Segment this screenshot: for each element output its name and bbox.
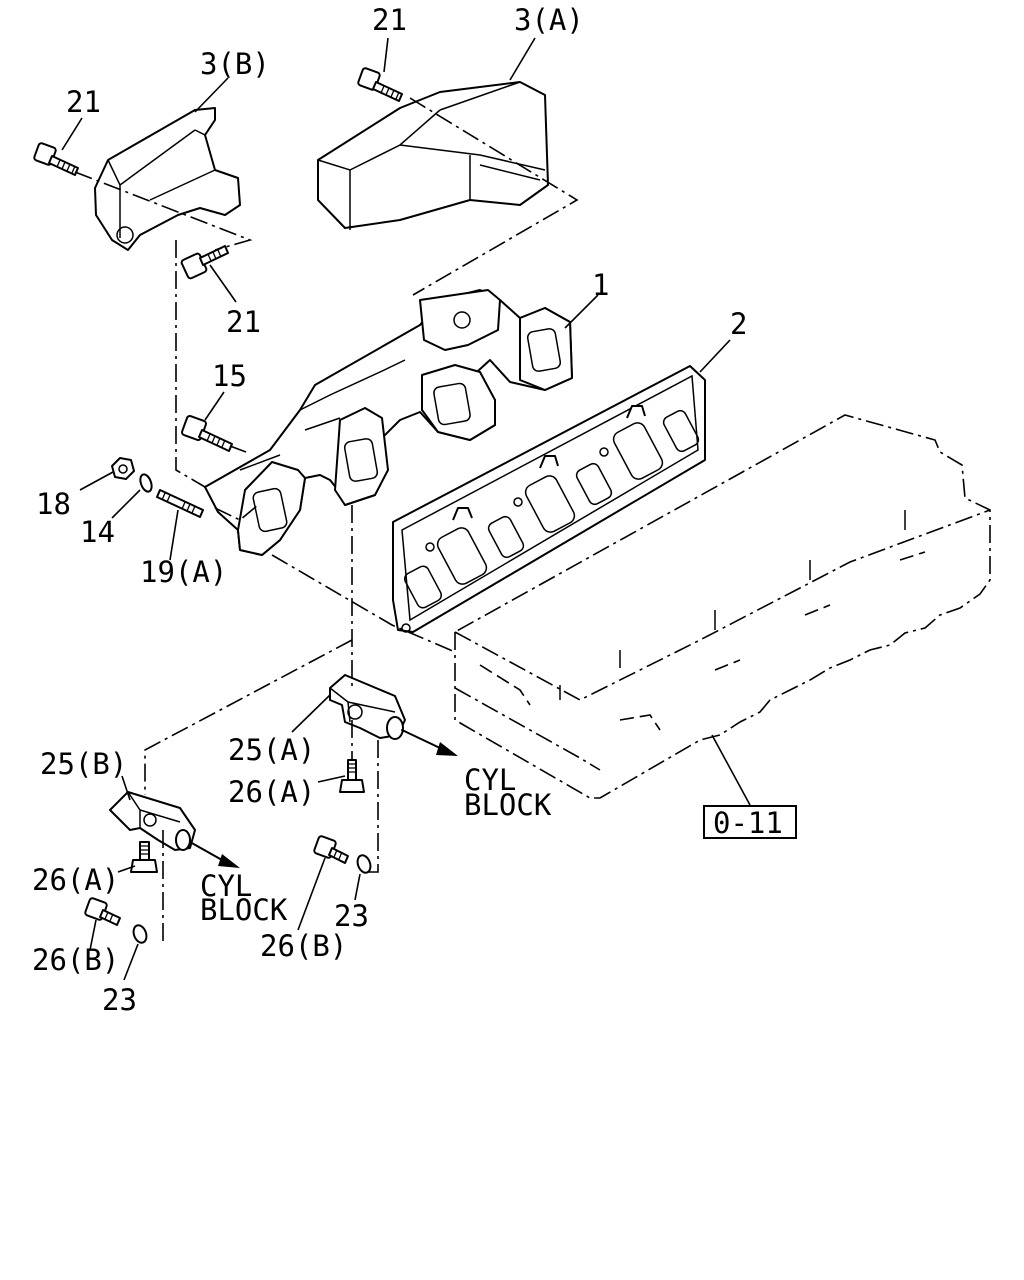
nut-18 xyxy=(111,457,135,480)
callout-25a: 25(A) xyxy=(228,733,315,767)
callout-26a-left: 26(A) xyxy=(32,863,119,897)
callout-26a-mid: 26(A) xyxy=(228,775,315,809)
callout-14: 14 xyxy=(80,515,115,549)
callout-21-left: 21 xyxy=(66,85,101,119)
cyl-block-note-right-line1: CYL xyxy=(464,763,516,797)
bolt-21-top xyxy=(357,67,403,102)
reference-box-label: 0-11 xyxy=(713,806,783,840)
callouts: 21 3(A) 3(B) 21 21 1 2 15 18 14 19(A) 25… xyxy=(32,3,747,1017)
callout-2: 2 xyxy=(730,307,747,341)
cyl-block-note-left-line1: CYL xyxy=(200,869,252,903)
exhaust-manifold xyxy=(204,289,573,556)
bolt-26b-left xyxy=(84,897,121,926)
callout-25b: 25(B) xyxy=(40,747,127,781)
assembly-lines xyxy=(74,97,579,945)
bolt-26a-left xyxy=(130,841,158,873)
cyl-block-note-left: CYL BLOCK xyxy=(200,869,288,927)
cyl-block-note-right-line2: BLOCK xyxy=(464,788,552,822)
callout-21-top: 21 xyxy=(372,3,407,37)
callout-15: 15 xyxy=(212,359,247,393)
cyl-block-note-right: CYL BLOCK xyxy=(464,763,552,822)
washer-14 xyxy=(139,473,153,493)
washer-23-mid xyxy=(356,854,372,874)
callout-19a: 19(A) xyxy=(140,555,227,589)
bracket-25a xyxy=(329,674,406,740)
callout-3b: 3(B) xyxy=(200,47,270,81)
bolt-26a-mid xyxy=(339,759,365,793)
cylinder-head-outline xyxy=(454,414,991,799)
reference-box: 0-11 xyxy=(703,805,797,840)
bolt-26b-mid xyxy=(313,835,349,864)
heat-shield-3b xyxy=(94,107,241,251)
exhaust-manifold-gasket xyxy=(392,365,706,633)
bolt-15 xyxy=(181,415,233,452)
bracket-25b xyxy=(109,791,196,851)
bolt-21-left xyxy=(33,142,79,176)
leader-lines xyxy=(61,37,751,981)
callout-18: 18 xyxy=(36,487,71,521)
cyl-block-arrow-right xyxy=(401,729,458,756)
heat-shield-3a xyxy=(317,81,549,230)
callout-21-mid: 21 xyxy=(226,305,261,339)
washer-23-left xyxy=(132,924,148,944)
callout-23-mid: 23 xyxy=(334,899,369,933)
cyl-block-arrow-left xyxy=(189,841,240,868)
bolt-21-mid xyxy=(180,245,229,280)
callout-3a: 3(A) xyxy=(514,3,584,37)
callout-26b-mid: 26(B) xyxy=(260,929,347,963)
stud-19a xyxy=(156,489,204,518)
cyl-block-note-left-line2: BLOCK xyxy=(200,893,288,927)
callout-26b-left: 26(B) xyxy=(32,943,119,977)
callout-1: 1 xyxy=(592,268,609,302)
callout-23-left: 23 xyxy=(102,983,137,1017)
